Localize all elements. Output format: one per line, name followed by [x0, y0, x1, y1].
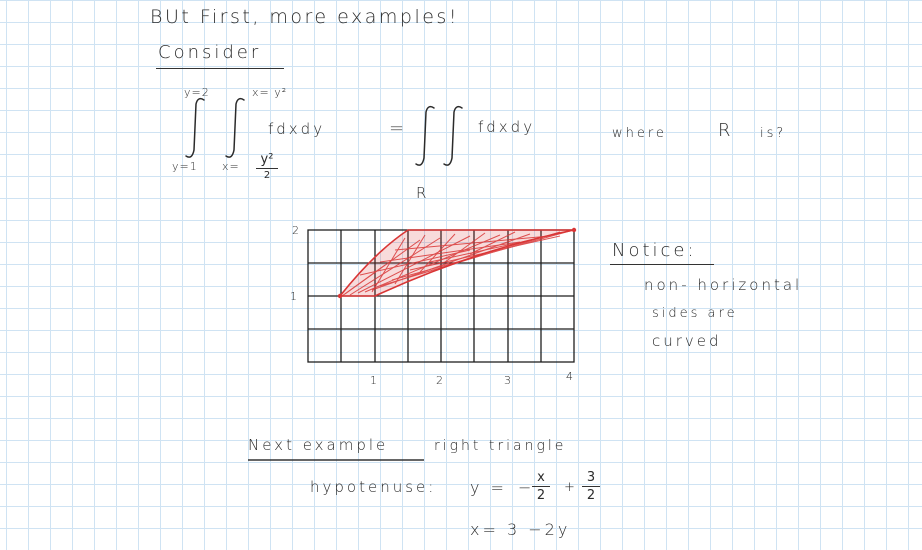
hyp-minus: −: [518, 478, 535, 497]
hyp-frac2-numerator: 3: [586, 470, 596, 485]
where-text: where: [612, 126, 667, 141]
right-triangle-text: right triangle: [434, 438, 567, 454]
x-tick-2: 2: [436, 374, 444, 387]
integrand-right: fdxdy: [478, 118, 536, 136]
consider-heading: Consider: [158, 42, 262, 63]
integral-sign-left-2: [225, 97, 245, 158]
equals-sign: =: [389, 118, 408, 139]
x-lower-numerator: y²: [260, 152, 274, 167]
page-title: BUt First, more examples!: [150, 6, 459, 28]
x-equation: x= 3 −2y: [470, 520, 571, 539]
hyp-fraction-1: x 2: [532, 470, 550, 503]
x-tick-4: 4: [566, 370, 574, 383]
notice-line-3: curved: [652, 332, 722, 350]
y-upper-limit: y=2: [184, 86, 210, 99]
notice-heading: Notice:: [612, 240, 697, 261]
next-example-heading: Next example: [248, 436, 389, 454]
hyp-fraction-2: 3 2: [582, 470, 600, 503]
region-symbol: R: [416, 184, 430, 202]
notice-line-1: non- horizontal: [644, 276, 803, 294]
hyp-frac2-denominator: 2: [586, 488, 596, 503]
notice-line-2: sides are: [652, 306, 738, 321]
x-lower-denominator: 2: [263, 170, 271, 181]
hypotenuse-label: hypotenuse:: [310, 478, 437, 496]
integral-sign-left-1: [185, 97, 205, 158]
x-lower-limit: x=: [222, 160, 240, 173]
hyp-plus: +: [564, 480, 578, 495]
notice-underline: [610, 264, 714, 265]
region-r-shading: [337, 227, 577, 299]
y-lower-limit: y=1: [172, 160, 198, 173]
hyp-frac1-denominator: 2: [536, 488, 546, 503]
hyp-frac2-bar: [582, 486, 600, 487]
x-lower-fraction: y² 2: [256, 152, 278, 181]
x-tick-3: 3: [504, 374, 512, 387]
x-upper-limit: x= y²: [252, 86, 288, 99]
y-tick-1: 1: [290, 290, 298, 303]
x-tick-1: 1: [370, 374, 378, 387]
where-region: R: [718, 120, 734, 141]
integral-sign-right-1: [415, 105, 435, 166]
is-text: is?: [760, 126, 787, 141]
hyp-frac1-bar: [532, 486, 550, 487]
hyp-y-equals: y =: [470, 478, 507, 497]
consider-underline: [156, 68, 284, 69]
integrand-left: fdxdy: [268, 120, 326, 138]
integral-sign-right-2: [443, 105, 463, 166]
y-tick-2: 2: [292, 224, 300, 237]
hyp-frac1-numerator: x: [537, 470, 545, 485]
fraction-bar: [256, 168, 278, 169]
